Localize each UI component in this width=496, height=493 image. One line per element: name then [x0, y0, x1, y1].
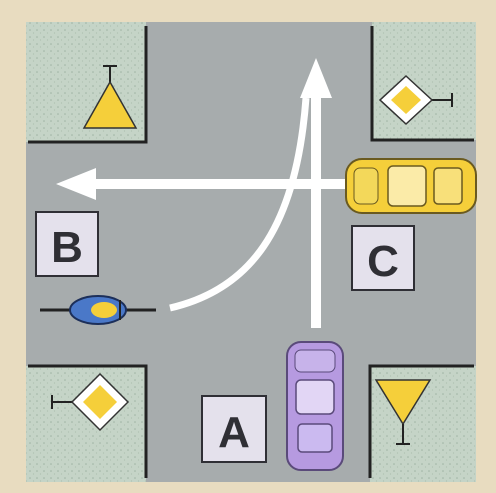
- label-c: C: [367, 237, 399, 286]
- label-a-box: A: [202, 396, 266, 462]
- car-c: [346, 159, 476, 213]
- label-a: A: [218, 408, 250, 457]
- label-b: B: [51, 223, 83, 272]
- label-b-box: B: [36, 212, 98, 276]
- sidewalk-top-right: [372, 22, 476, 140]
- sidewalk-bottom-left: [26, 366, 146, 482]
- label-c-box: C: [352, 226, 414, 290]
- car-a: [287, 342, 343, 470]
